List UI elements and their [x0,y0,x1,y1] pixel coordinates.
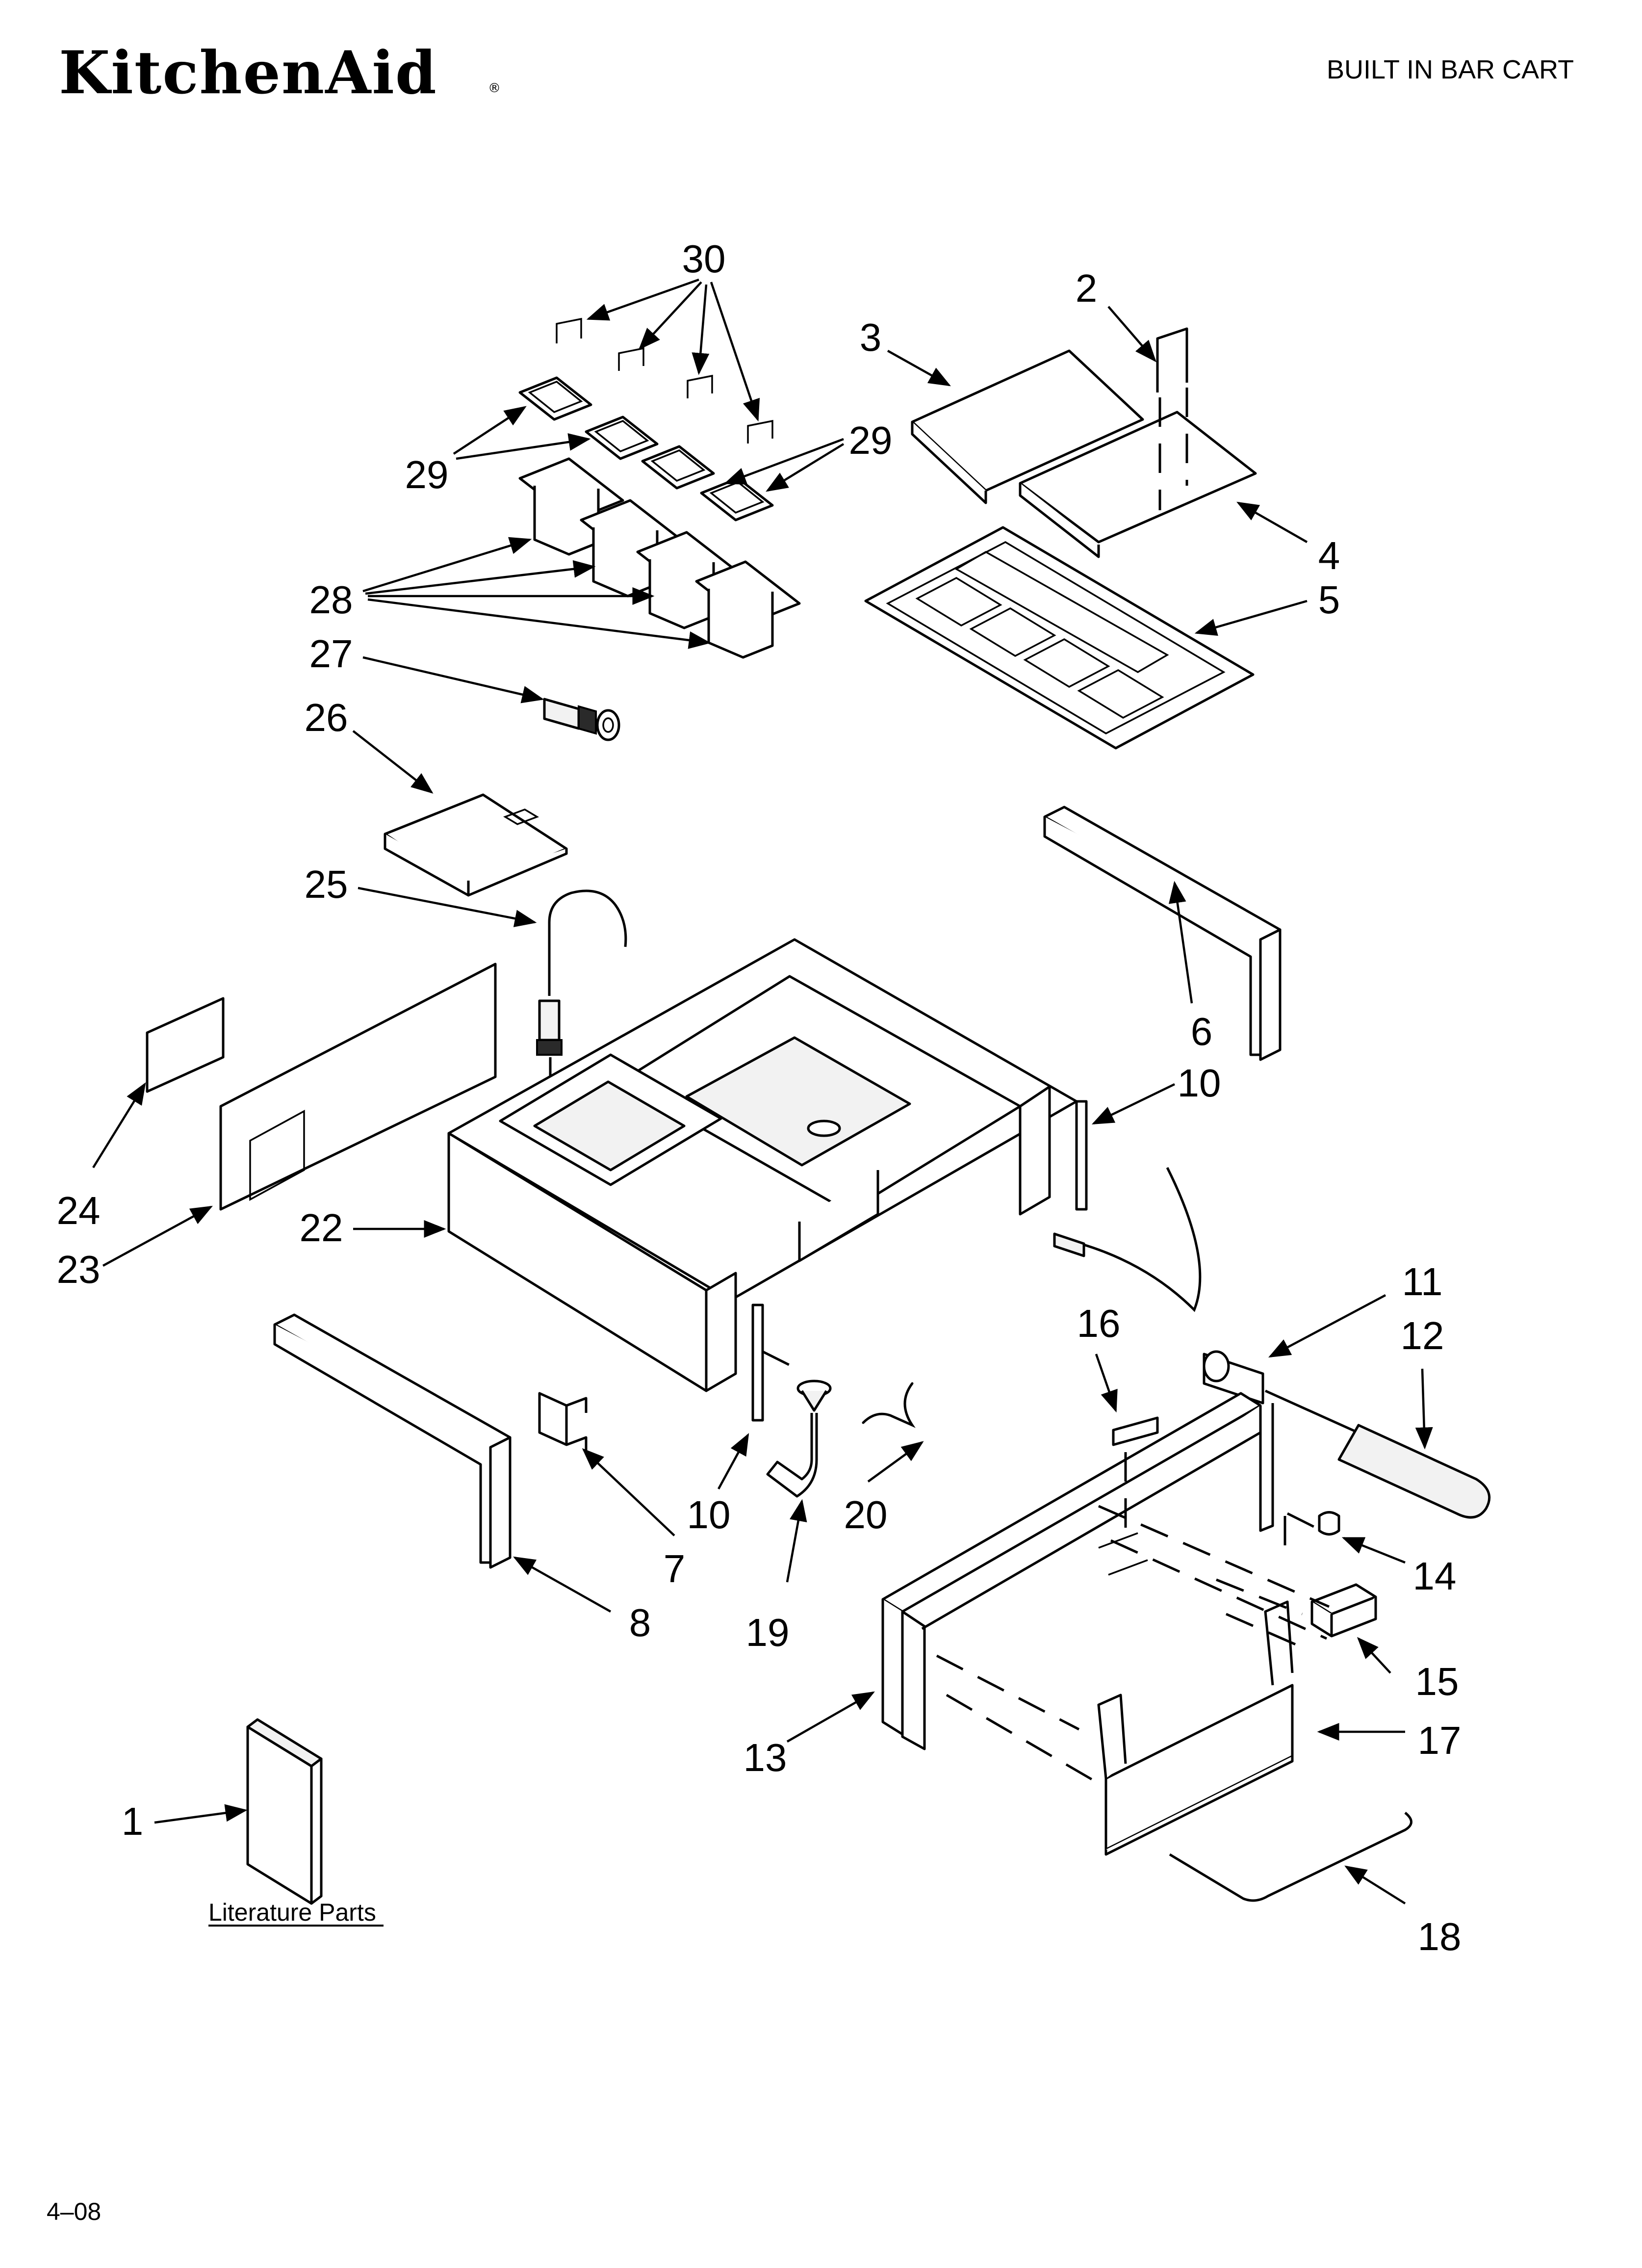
part-22-sink-assembly [447,938,1078,1392]
page-title: BUILT IN BAR CART [1327,55,1574,84]
callout-5: 5 [1318,578,1340,622]
callout-23: 23 [57,1248,101,1291]
leader-lines [92,278,1433,1904]
callout-3: 3 [860,315,882,359]
brand-logo: KitchenAid [59,38,437,107]
callout-22: 22 [300,1206,343,1250]
part-14-clip [1283,1511,1340,1545]
part-15-tray [1310,1583,1377,1638]
part-17-drawer [1097,1600,1294,1856]
part-10-brackets [751,1100,1088,1422]
callout-14: 14 [1413,1554,1457,1598]
callout-labels: 30 2 3 29 29 4 5 28 27 26 25 6 10 24 22 … [57,237,1462,1958]
callout-27: 27 [309,632,353,676]
part-28-pans [518,457,801,659]
callout-6: 6 [1191,1010,1213,1053]
callout-26: 26 [305,696,348,739]
part-24-panel [146,997,225,1093]
part-16-label [1112,1416,1159,1538]
callout-2: 2 [1076,266,1098,310]
callout-4: 4 [1318,534,1340,577]
part-27-fitting [543,698,620,741]
callout-17: 17 [1418,1719,1462,1762]
callout-29-right: 29 [849,418,893,462]
callout-16: 16 [1077,1302,1121,1345]
callout-28: 28 [309,578,353,622]
date-code: 4–08 [47,2198,101,2225]
callout-11: 11 [1402,1260,1442,1303]
callout-29-left: 29 [405,453,449,496]
part-4-cover [1019,411,1257,558]
part-2-cover-handle [1156,327,1188,510]
part-5-frame [864,526,1255,750]
part-30-handles [556,317,773,443]
part-23-panel [219,963,497,1211]
part-8-leg-left [273,1313,512,1569]
callout-12: 12 [1401,1314,1444,1357]
callout-10-left: 10 [687,1493,731,1537]
part-19-drain [762,1350,832,1498]
part-26-cutting-board [384,793,568,897]
callout-24: 24 [57,1189,101,1232]
part-20-hose [862,1382,916,1428]
callout-25: 25 [305,862,348,906]
callout-8: 8 [629,1601,651,1644]
callout-18: 18 [1418,1915,1462,1958]
callout-20: 20 [844,1493,888,1537]
assembly-lines [936,1505,1330,1785]
callout-1: 1 [122,1799,144,1843]
part-7-clip [538,1392,588,1452]
callout-30: 30 [682,237,726,281]
literature-parts-label: Literature Parts [208,1899,376,1926]
part-1-literature-manual [246,1718,323,1905]
part-12-cylinder [1264,1389,1491,1519]
part-13-base-cabinet [881,1392,1274,1750]
callout-10-right: 10 [1178,1061,1221,1105]
part-18-towel-bar [1169,1812,1412,1902]
callout-13: 13 [744,1736,787,1779]
part-6-leg-right [1043,806,1282,1061]
callout-15: 15 [1415,1660,1459,1703]
callout-7: 7 [664,1547,686,1590]
brand-registered-mark: ® [488,81,501,96]
callout-19: 19 [746,1611,790,1654]
part-3-cover [911,349,1144,504]
part-11-valve [1053,1167,1264,1405]
